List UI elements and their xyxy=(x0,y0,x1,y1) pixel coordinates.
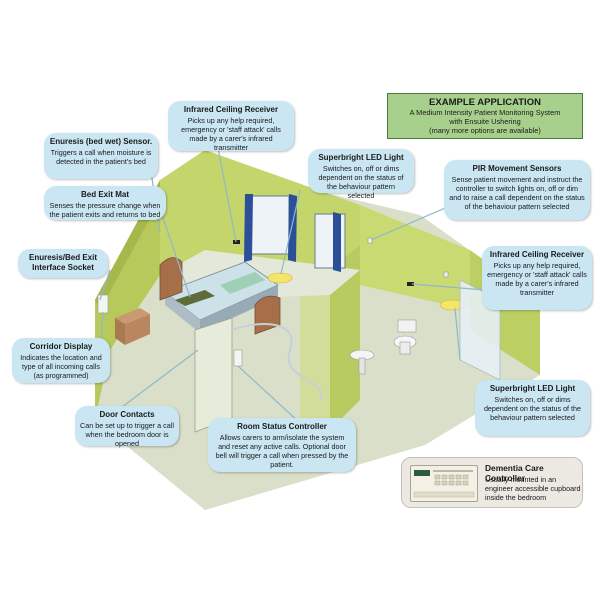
callout-led-light-bedroom: Superbright LED Light Switches on, off o… xyxy=(308,149,414,193)
callout-body: Senses the pressure change when the pati… xyxy=(49,201,161,219)
bedroom-door xyxy=(195,318,232,432)
pir-sensor-1 xyxy=(368,238,372,243)
callout-title: Enuresis (bed wet) Sensor. xyxy=(49,137,153,147)
callout-title: Room Status Controller xyxy=(213,422,351,432)
callout-door-contacts: Door Contacts Can be set up to trigger a… xyxy=(75,406,179,446)
callout-body: Sense patient movement and instruct the … xyxy=(449,175,585,211)
callout-body: Picks up any help required, emergency or… xyxy=(173,116,289,152)
callout-body: Picks up any help required, emergency or… xyxy=(487,261,587,297)
callout-bed-exit-mat: Bed Exit Mat Senses the pressure change … xyxy=(44,186,166,220)
room-status-device xyxy=(234,350,242,366)
example-application-box: EXAMPLE APPLICATION A Medium Intensity P… xyxy=(387,93,583,139)
callout-body: Switches on, off or dims dependent on th… xyxy=(480,395,585,422)
window-left xyxy=(247,196,289,254)
ceiling-receiver-bedroom xyxy=(233,240,240,244)
callout-title: Door Contacts xyxy=(80,410,174,420)
example-line-3: (many more options are available) xyxy=(388,126,582,135)
controller-device-icon xyxy=(411,466,477,501)
callout-title: Corridor Display xyxy=(17,342,105,352)
callout-title: Infrared Ceiling Receiver xyxy=(487,250,587,260)
led-light-bedroom xyxy=(268,273,292,283)
curtain-left xyxy=(244,194,253,262)
callout-interface-socket: Enuresis/Bed Exit Interface Socket xyxy=(18,249,108,278)
example-line-2: with Ensuite Ushering xyxy=(388,117,582,126)
callout-infrared-receiver-bathroom: Infrared Ceiling Receiver Picks up any h… xyxy=(482,246,592,310)
callout-title: Superbright LED Light xyxy=(313,153,409,163)
callout-room-status-controller: Room Status Controller Allows carers to … xyxy=(208,418,356,472)
callout-led-light-bathroom: Superbright LED Light Switches on, off o… xyxy=(475,380,590,436)
dementia-controller-body: Usually mounted in an engineer accessibl… xyxy=(485,475,581,502)
callout-body: Triggers a call when moisture is detecte… xyxy=(49,148,153,166)
callout-title: Infrared Ceiling Receiver xyxy=(173,105,289,115)
controller-device-image xyxy=(410,465,478,502)
dementia-controller-panel: Dementia Care Controller Usually mounted… xyxy=(401,457,583,508)
callout-corridor-display: Corridor Display Indicates the location … xyxy=(12,338,110,383)
callout-title: PIR Movement Sensors xyxy=(449,164,585,174)
callout-title: Superbright LED Light xyxy=(480,384,585,394)
pir-sensor-2 xyxy=(444,272,448,277)
example-heading: EXAMPLE APPLICATION xyxy=(388,97,582,108)
callout-body: Allows carers to arm/isolate the system … xyxy=(213,433,351,469)
callout-pir-sensors: PIR Movement Sensors Sense patient movem… xyxy=(444,160,590,220)
example-line-1: A Medium Intensity Patient Monitoring Sy… xyxy=(388,108,582,117)
callout-body: Switches on, off or dims dependent on th… xyxy=(313,164,409,200)
callout-infrared-receiver-bedroom: Infrared Ceiling Receiver Picks up any h… xyxy=(168,101,294,151)
callout-title: Enuresis/Bed Exit Interface Socket xyxy=(23,253,103,273)
callout-enuresis-sensor: Enuresis (bed wet) Sensor. Triggers a ca… xyxy=(44,133,158,179)
corridor-display-device xyxy=(98,295,108,313)
callout-body: Can be set up to trigger a call when the… xyxy=(80,421,174,448)
callout-body: Indicates the location and type of all i… xyxy=(17,353,105,380)
callout-title: Bed Exit Mat xyxy=(49,190,161,200)
